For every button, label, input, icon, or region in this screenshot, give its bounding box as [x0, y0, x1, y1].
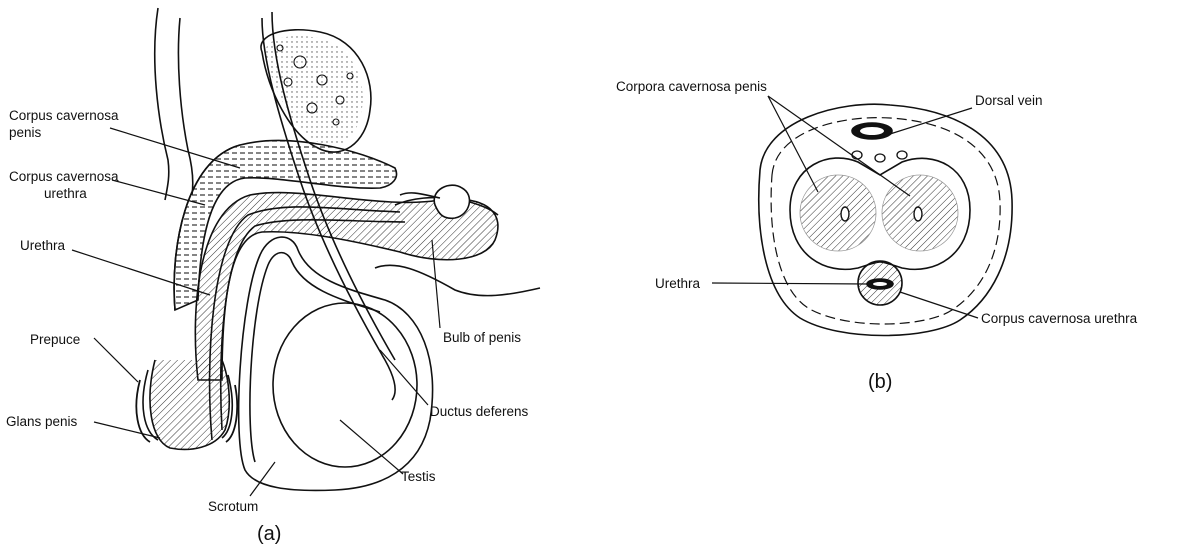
leader-urethra-b — [712, 283, 868, 284]
label-corpus-cavernosa-penis-2: penis — [9, 125, 42, 140]
leader-corpora-left — [768, 96, 818, 192]
label-bulb-of-penis: Bulb of penis — [443, 330, 521, 345]
corpus-cavernosa-left — [800, 175, 876, 251]
caption-a: (a) — [257, 523, 281, 545]
leader-glans-penis — [94, 422, 160, 438]
label-scrotum: Scrotum — [208, 499, 258, 514]
leader-corpus-cavernosa-penis — [110, 128, 240, 168]
abdominal-wall-inner — [178, 18, 192, 195]
leader-corpus-cavernosa-urethra-b — [900, 292, 978, 318]
label-urethra-b: Urethra — [655, 276, 701, 291]
caption-b: (b) — [868, 371, 892, 393]
label-glans-penis: Glans penis — [6, 414, 78, 429]
pubic-bone-texture — [266, 36, 363, 145]
label-prepuce: Prepuce — [30, 332, 80, 347]
label-corpora-cavernosa-penis: Corpora cavernosa penis — [616, 79, 767, 94]
label-testis: Testis — [401, 469, 436, 484]
dorsal-artery-center — [875, 154, 885, 162]
prostate — [434, 185, 469, 218]
figure-b — [759, 104, 1012, 335]
label-corpus-cavernosa-penis-1: Corpus cavernosa — [9, 108, 119, 123]
leader-prepuce — [94, 338, 138, 382]
glans-penis — [150, 360, 229, 449]
perineum — [375, 265, 540, 295]
dorsal-artery-left — [852, 151, 862, 159]
label-dorsal-vein: Dorsal vein — [975, 93, 1043, 108]
scrotum — [239, 237, 433, 490]
label-corpus-cavernosa-urethra-b: Corpus cavernosa urethra — [981, 311, 1138, 326]
leader-testis — [340, 420, 403, 474]
deep-artery-left — [841, 207, 849, 221]
leader-ductus-deferens — [380, 350, 428, 405]
label-urethra: Urethra — [20, 238, 66, 253]
dorsal-artery-right — [897, 151, 907, 159]
abdominal-wall — [155, 8, 169, 200]
label-corpus-cavernosa-urethra-2: urethra — [44, 186, 87, 201]
label-ductus-deferens: Ductus deferens — [430, 404, 529, 419]
label-corpus-cavernosa-urethra-1: Corpus cavernosa — [9, 169, 119, 184]
deep-artery-right — [914, 207, 922, 221]
